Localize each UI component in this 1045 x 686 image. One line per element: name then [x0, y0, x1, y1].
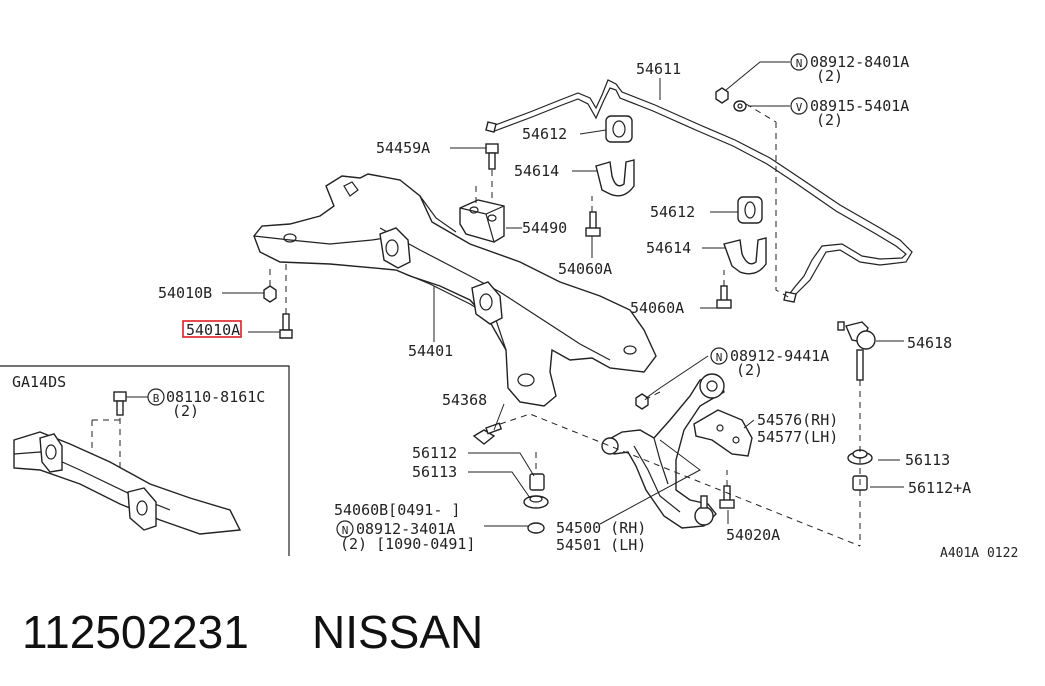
label-54010B: 54010B — [158, 284, 212, 302]
label-56113-left: 56113 — [412, 463, 457, 481]
label-08912-3401A: 08912-3401A — [356, 520, 455, 538]
label-54577-lh: 54577(LH) — [757, 428, 838, 446]
label-54490: 54490 — [522, 219, 567, 237]
footer-brand: NISSAN — [312, 606, 483, 658]
svg-text:N: N — [342, 524, 349, 537]
nut-08912-9441A — [635, 393, 649, 410]
label-54501-lh: 54501 (LH) — [556, 536, 646, 554]
badge-V: V — [790, 97, 808, 115]
lower-arm — [601, 373, 725, 529]
label-54576-rh: 54576(RH) — [757, 411, 838, 429]
bolt-54368 — [472, 422, 503, 445]
label-54500-rh: 54500 (RH) — [556, 519, 646, 537]
inset-bolt-label: 08110-8161C — [166, 388, 265, 406]
leader-lines — [222, 61, 904, 527]
label-54459A: 54459A — [376, 139, 430, 157]
label-08912-3401A-qty: (2) [1090-0491] — [340, 535, 475, 553]
label-54020A: 54020A — [726, 526, 780, 544]
svg-text:B: B — [153, 392, 160, 405]
nut-08912-8401A — [715, 87, 729, 104]
badge-B: B — [147, 388, 165, 406]
label-54612-right: 54612 — [650, 203, 695, 221]
mount-54490 — [459, 199, 505, 243]
nut-54010B — [263, 285, 277, 303]
svg-text:N: N — [716, 351, 723, 364]
stabilizer-link-54618 — [837, 321, 876, 381]
svg-text:V: V — [796, 101, 803, 114]
label-56113-right: 56113 — [905, 451, 950, 469]
label-54611: 54611 — [636, 60, 681, 78]
bolt-54020A — [719, 485, 735, 509]
label-54010A: 54010A — [186, 321, 240, 339]
stabilizer-bar — [485, 79, 913, 303]
bushing-56113-left — [523, 495, 549, 509]
bolt-54060A-top — [585, 211, 601, 237]
label-54614-right: 54614 — [646, 239, 691, 257]
inset-crossmember — [13, 431, 242, 535]
bushing-54612-top — [605, 115, 633, 143]
bushing-56112 — [529, 473, 545, 491]
inset-title: GA14DS — [12, 373, 66, 391]
label-08912-8401A-qty: (2) — [816, 67, 843, 85]
inset-bolt-qty: (2) — [172, 402, 199, 420]
label-56112: 56112 — [412, 444, 457, 462]
bushing-54612-right — [737, 196, 763, 224]
callout-labels: 54611 08912-8401A (2) 08915-5401A (2) 54… — [158, 53, 1018, 561]
crossmember-54401 — [253, 173, 657, 407]
label-56112A: 56112+A — [908, 479, 971, 497]
bolt-54459A — [485, 143, 499, 170]
label-54401: 54401 — [408, 342, 453, 360]
svg-text:N: N — [796, 57, 803, 70]
label-08912-8401A: 08912-8401A — [810, 53, 909, 71]
label-08915-5401A: 08915-5401A — [810, 97, 909, 115]
inset-bolt — [113, 391, 127, 402]
bracket-54614-right — [723, 237, 767, 275]
highlight-54010A — [182, 320, 242, 338]
label-54060A-top: 54060A — [558, 260, 612, 278]
nut-54060B — [527, 522, 545, 534]
label-08915-5401A-qty: (2) — [816, 111, 843, 129]
assembly-lines — [269, 103, 861, 547]
label-54060B: 54060B[0491- ] — [334, 501, 460, 519]
label-54060A-right: 54060A — [630, 299, 684, 317]
bar-end-right — [783, 291, 797, 303]
badge-N-bottom: N — [336, 520, 354, 538]
bolt-54010A — [279, 313, 293, 339]
badge-N-mid: N — [710, 347, 728, 365]
label-54612-top: 54612 — [522, 125, 567, 143]
figure-code: A401A 0122 — [940, 546, 1018, 561]
label-08912-9441A: 08912-9441A — [730, 347, 829, 365]
badge-N-top: N — [790, 53, 808, 71]
label-08912-9441A-qty: (2) — [736, 361, 763, 379]
label-54368: 54368 — [442, 391, 487, 409]
bracket-54614-top — [595, 159, 635, 197]
label-54614-top: 54614 — [514, 162, 559, 180]
footer-part-number: 112502231 — [22, 606, 249, 658]
inset-ga14ds: GA14DS 08110-8161C (2) — [0, 365, 290, 556]
bolt-54060A-right — [716, 285, 732, 309]
washer-08915-5401A — [733, 100, 747, 112]
label-54618: 54618 — [907, 334, 952, 352]
bar-end-left — [485, 121, 497, 133]
bracket-54576 — [693, 409, 753, 457]
